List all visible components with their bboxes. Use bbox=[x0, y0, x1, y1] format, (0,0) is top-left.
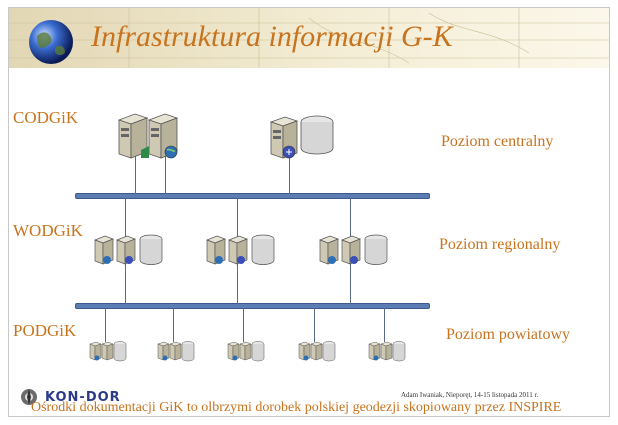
link-line bbox=[289, 158, 290, 194]
logo-icon bbox=[21, 389, 37, 405]
server-icon bbox=[269, 115, 334, 159]
server-icon bbox=[298, 341, 336, 362]
link-line bbox=[173, 308, 174, 342]
server-icon bbox=[319, 234, 388, 265]
level-code-county: PODGiK bbox=[13, 321, 77, 340]
server-icon bbox=[227, 341, 265, 362]
link-line bbox=[314, 308, 315, 342]
level-code-regional: WODGiK bbox=[13, 221, 83, 240]
slide-title: Infrastruktura informacji G-K bbox=[91, 20, 453, 53]
footer-text: Ośrodki dokumentacji GiK to olbrzymi dor… bbox=[31, 400, 562, 415]
logo: KON-DOR bbox=[19, 386, 121, 408]
link-line bbox=[384, 308, 385, 342]
link-line bbox=[105, 308, 106, 342]
level-name-regional: Poziom regionalny bbox=[439, 236, 561, 253]
server-icon bbox=[117, 113, 179, 159]
title-banner: Infrastruktura informacji G-K bbox=[9, 8, 609, 68]
network-bus-upper bbox=[75, 193, 430, 199]
globe-icon bbox=[29, 20, 73, 64]
logo-text: KON-DOR bbox=[45, 389, 121, 405]
footer-meta: Adam Iwaniak, Nieporęt, 14-15 listopada … bbox=[401, 391, 539, 399]
banner-grid bbox=[9, 8, 609, 68]
server-icon bbox=[89, 341, 127, 362]
server-icon bbox=[94, 234, 163, 265]
link-line bbox=[243, 308, 244, 342]
link-line bbox=[165, 156, 166, 194]
level-name-central: Poziom centralny bbox=[441, 133, 554, 150]
server-icon bbox=[206, 234, 275, 265]
server-icon bbox=[368, 341, 406, 362]
level-code-central: CODGiK bbox=[13, 108, 79, 127]
level-name-county: Poziom powiatowy bbox=[446, 326, 570, 343]
server-icon bbox=[157, 341, 195, 362]
link-line bbox=[135, 156, 136, 194]
network-bus-lower bbox=[75, 303, 430, 309]
slide: Infrastruktura informacji G-K CODGiK WOD… bbox=[8, 7, 610, 417]
